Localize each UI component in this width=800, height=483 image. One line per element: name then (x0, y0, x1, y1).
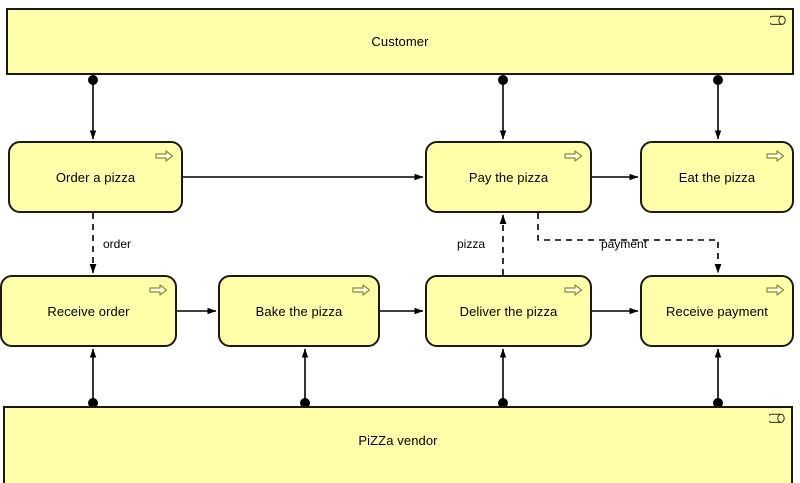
activity-bake-the-pizza-label: Bake the pizza (255, 303, 343, 319)
edge-label-order: order (103, 237, 132, 251)
activity-arrow-icon (155, 150, 174, 162)
activity-arrow-icon (352, 284, 371, 296)
activity-arrow-icon (564, 150, 583, 162)
partition-pizza-vendor[interactable]: PiZZa vendor (3, 406, 793, 483)
activity-eat-the-pizza-label: Eat the pizza (678, 169, 756, 185)
activity-arrow-icon (766, 284, 785, 296)
edge-label-pizza: pizza (457, 237, 486, 251)
partition-pizza-vendor-label: PiZZa vendor (358, 432, 438, 448)
connector-pizza-vendor-to-receive-payment (713, 348, 723, 408)
connector-pizza-vendor-to-receive-order (88, 348, 98, 408)
edge-label-payment: payment (601, 237, 648, 251)
activity-receive-order[interactable]: Receive order (0, 275, 177, 347)
activity-deliver-the-pizza[interactable]: Deliver the pizza (425, 275, 592, 347)
activity-arrow-icon (149, 284, 168, 296)
activity-pay-the-pizza[interactable]: Pay the pizza (425, 141, 592, 213)
activity-receive-payment-label: Receive payment (666, 303, 768, 319)
activity-bake-the-pizza[interactable]: Bake the pizza (218, 275, 380, 347)
activity-deliver-the-pizza-label: Deliver the pizza (459, 303, 558, 319)
connector-pizza-vendor-to-deliver-the-pizza (498, 348, 508, 408)
connector-pizza-vendor-to-bake-the-pizza (300, 348, 310, 408)
activity-receive-order-label: Receive order (47, 303, 130, 319)
connector-pay-the-pizza-to-receive-payment (537, 213, 722, 274)
activity-eat-the-pizza[interactable]: Eat the pizza (640, 141, 794, 213)
partition-customer-label: Customer (371, 34, 429, 49)
partition-cylinder-icon (769, 413, 785, 423)
activity-arrow-icon (766, 150, 785, 162)
activity-receive-payment[interactable]: Receive payment (640, 275, 794, 347)
activity-arrow-icon (564, 284, 583, 296)
partition-cylinder-icon (770, 15, 786, 25)
connector-customer-to-order-a-pizza (88, 75, 98, 140)
connector-customer-to-eat-the-pizza (713, 75, 723, 140)
activity-pay-the-pizza-label: Pay the pizza (468, 169, 549, 185)
activity-order-a-pizza[interactable]: Order a pizza (8, 141, 183, 213)
partition-customer[interactable]: Customer (6, 8, 794, 75)
activity-order-a-pizza-label: Order a pizza (55, 169, 136, 185)
connector-customer-to-pay-the-pizza (498, 75, 508, 140)
